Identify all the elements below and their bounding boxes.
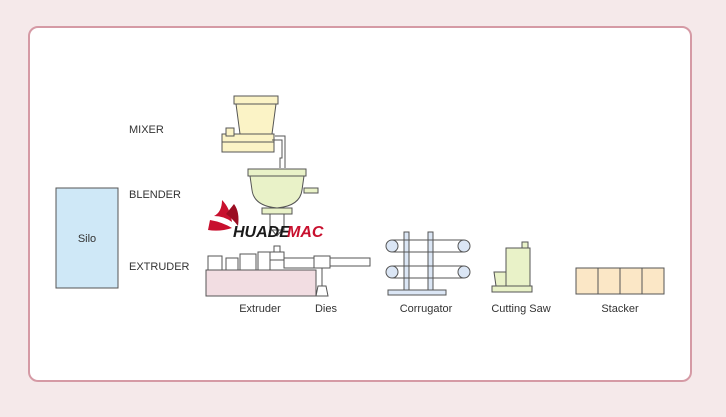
silo-box (55, 187, 119, 289)
mixer-label: MIXER (129, 124, 164, 136)
huademac-logo (208, 200, 239, 231)
stage-corrugator-label: Corrugator (400, 303, 453, 315)
blender-unit (247, 168, 319, 237)
silo-label: Silo (78, 233, 96, 245)
extruder-row-label: EXTRUDER (129, 261, 190, 273)
brand-mac: MAC (287, 224, 324, 241)
extruder-unit (205, 245, 317, 297)
mixer-unit (221, 95, 286, 168)
diagram-frame (28, 26, 692, 382)
brand-huade: HUADE (233, 224, 291, 241)
dies-unit (313, 255, 371, 297)
stage-extruder-label: Extruder (239, 303, 281, 315)
cutting-saw-unit (491, 241, 533, 293)
stacker-unit (575, 267, 665, 295)
blender-label: BLENDER (129, 189, 181, 201)
corrugator-unit (385, 231, 471, 296)
stage-dies-label: Dies (315, 303, 338, 315)
stage-cutting-saw-label: Cutting Saw (491, 303, 550, 315)
stage-stacker-label: Stacker (601, 303, 639, 315)
